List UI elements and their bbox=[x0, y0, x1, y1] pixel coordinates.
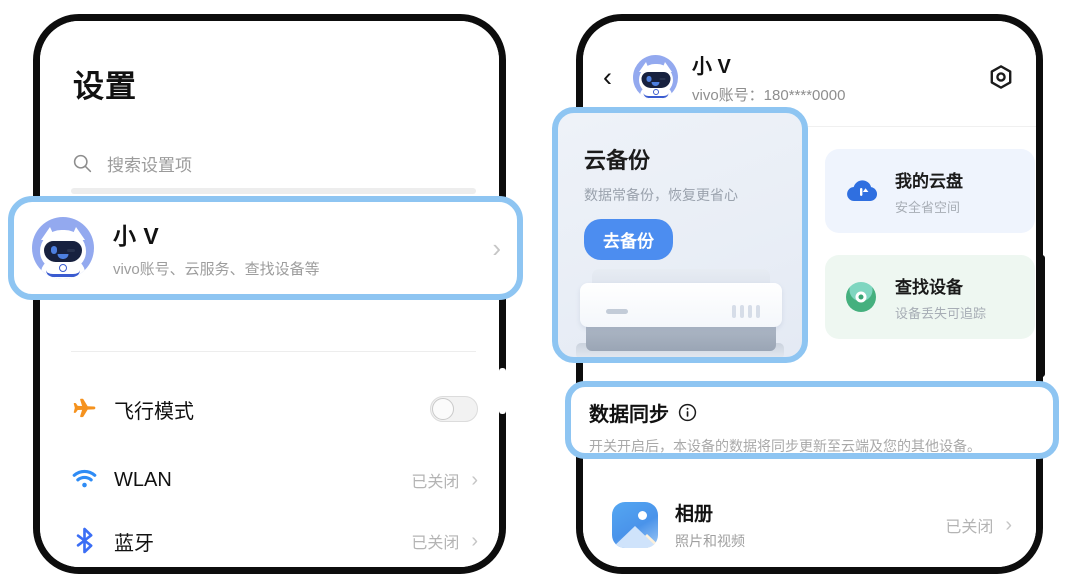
wifi-icon bbox=[70, 465, 104, 495]
header-divider bbox=[583, 126, 1036, 127]
page-title: 设置 bbox=[73, 69, 137, 104]
left-phone-frame-gap bbox=[499, 368, 506, 414]
screenshot-stage: 设置 搜索设置项 飞行模式 bbox=[0, 0, 1080, 540]
hex-gear-icon[interactable] bbox=[988, 64, 1014, 90]
settings-row-value: 已关闭 bbox=[411, 474, 460, 491]
airplane-icon bbox=[70, 394, 104, 424]
search-underline bbox=[71, 188, 476, 194]
data-sync-description: 开关开启后，本设备的数据将同步更新至云端及您的其他设备。 bbox=[589, 438, 981, 454]
cloud-drive-icon bbox=[845, 176, 881, 206]
gallery-icon bbox=[612, 502, 658, 548]
card-title: 查找设备 bbox=[895, 277, 963, 297]
server-device-illustration bbox=[572, 269, 788, 357]
data-sync-title: 数据同步 bbox=[589, 404, 669, 426]
bluetooth-icon bbox=[70, 526, 104, 556]
card-subtitle: 设备丢失可追踪 bbox=[895, 305, 987, 321]
row-album[interactable]: 相册 照片和视频 已关闭 › bbox=[583, 494, 1036, 556]
album-status: 已关闭 bbox=[945, 519, 994, 536]
search-icon bbox=[73, 154, 92, 173]
go-backup-button[interactable]: 去备份 bbox=[584, 219, 673, 260]
search-placeholder: 搜索设置项 bbox=[107, 156, 192, 175]
account-number: vivo账号：180****0000 bbox=[692, 86, 846, 104]
card-find-device[interactable]: 查找设备 设备丢失可追踪 bbox=[825, 255, 1035, 339]
settings-row-bluetooth[interactable]: 蓝牙 已关闭 › bbox=[70, 524, 478, 558]
settings-row-label: 飞行模式 bbox=[114, 400, 194, 423]
settings-row-value: 已关闭 bbox=[411, 535, 460, 552]
settings-row-wlan[interactable]: WLAN 已关闭 › bbox=[70, 463, 478, 497]
settings-row-label: WLAN bbox=[114, 468, 172, 491]
account-name: 小 V bbox=[692, 55, 731, 78]
card-title: 我的云盘 bbox=[895, 171, 963, 191]
backup-title: 云备份 bbox=[584, 148, 651, 173]
vivo-mascot-avatar bbox=[32, 217, 94, 279]
find-device-icon bbox=[845, 282, 881, 312]
search-input[interactable]: 搜索设置项 bbox=[70, 147, 470, 187]
profile-card-highlight[interactable]: 小 V vivo账号、云服务、查找设备等 › bbox=[8, 196, 523, 300]
data-sync-highlight[interactable]: 数据同步 开关开启后，本设备的数据将同步更新至云端及您的其他设备。 bbox=[565, 381, 1059, 459]
vivo-mascot-avatar[interactable] bbox=[633, 54, 678, 100]
album-subtitle: 照片和视频 bbox=[675, 533, 745, 549]
cloud-backup-card-highlight[interactable]: 云备份 数据常备份，恢复更省心 去备份 bbox=[552, 107, 808, 363]
chevron-right-icon: › bbox=[492, 233, 501, 263]
profile-subtitle: vivo账号、云服务、查找设备等 bbox=[113, 261, 320, 278]
power-button[interactable] bbox=[1036, 255, 1045, 377]
backup-subtitle: 数据常备份，恢复更省心 bbox=[584, 187, 738, 203]
back-button[interactable]: ‹ bbox=[603, 61, 612, 92]
card-subtitle: 安全省空间 bbox=[895, 199, 961, 215]
profile-name: 小 V bbox=[113, 223, 160, 249]
info-icon[interactable] bbox=[678, 403, 697, 422]
airplane-toggle[interactable] bbox=[430, 396, 478, 422]
chevron-right-icon: › bbox=[471, 529, 478, 552]
toggle-knob bbox=[432, 398, 454, 420]
settings-row-airplane[interactable]: 飞行模式 bbox=[70, 392, 478, 426]
card-my-cloud-drive[interactable]: 我的云盘 安全省空间 bbox=[825, 149, 1035, 233]
album-title: 相册 bbox=[675, 504, 714, 525]
account-header: ‹ 小 V vivo账号：180****0000 bbox=[583, 49, 1036, 105]
chevron-right-icon: › bbox=[1005, 513, 1012, 536]
settings-row-label: 蓝牙 bbox=[114, 532, 154, 555]
chevron-right-icon: › bbox=[471, 468, 478, 491]
list-divider-top bbox=[71, 351, 476, 352]
